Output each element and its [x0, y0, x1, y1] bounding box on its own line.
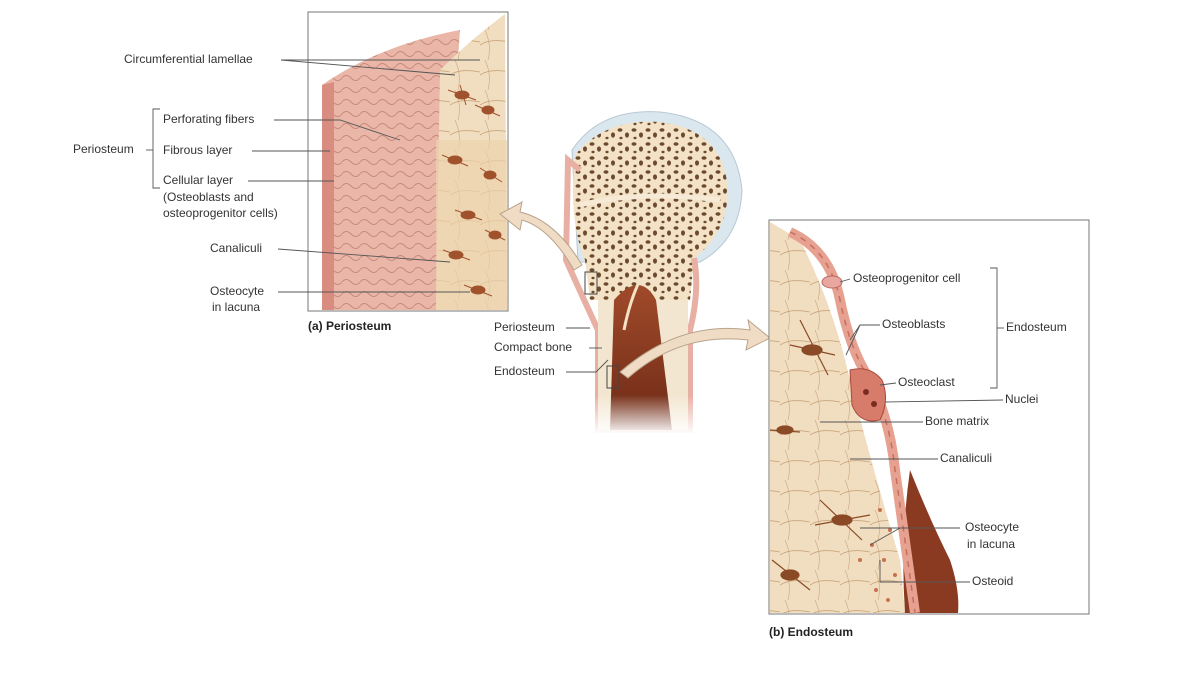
label-nuclei: Nuclei — [1005, 392, 1039, 406]
label-canaliculi-a: Canaliculi — [210, 241, 263, 255]
label-canaliculi-b: Canaliculi — [940, 451, 993, 465]
label-osteocyte-b-line1: Osteocyte — [965, 520, 1020, 534]
label-osteocyte-b-line2: in lacuna — [967, 537, 1016, 551]
periosteum-panel — [307, 11, 509, 312]
label-osteoid: Osteoid — [972, 574, 1014, 588]
label-osteoclast: Osteoclast — [898, 375, 955, 389]
label-periosteum-group: Periosteum — [73, 142, 134, 156]
long-bone-illustration — [560, 111, 743, 435]
label-endosteum-group: Endosteum — [1006, 320, 1067, 334]
label-osteoblasts: Osteoblasts — [882, 317, 946, 331]
label-bone-compact: Compact bone — [494, 340, 573, 354]
label-osteocyte-a-line1: Osteocyte — [210, 284, 265, 298]
label-fibrous-layer: Fibrous layer — [163, 143, 233, 157]
label-bone-matrix: Bone matrix — [925, 414, 990, 428]
label-bone-endosteum: Endosteum — [494, 364, 555, 378]
endosteum-panel — [768, 219, 1090, 615]
caption-endosteum: (b) Endosteum — [769, 625, 853, 639]
label-cellular-layer-note-2: osteoprogenitor cells) — [163, 206, 278, 220]
label-cellular-layer-note-1: (Osteoblasts and — [163, 190, 254, 204]
leader-lines — [146, 59, 1004, 583]
label-perforating-fibers: Perforating fibers — [163, 112, 255, 126]
label-cellular-layer: Cellular layer — [163, 173, 234, 187]
label-circumferential-lamellae: Circumferential lamellae — [124, 52, 253, 66]
label-osteoprogenitor-cell: Osteoprogenitor cell — [853, 271, 961, 285]
label-osteocyte-a-line2: in lacuna — [212, 300, 261, 314]
caption-periosteum: (a) Periosteum — [308, 319, 392, 333]
label-bone-periosteum: Periosteum — [494, 320, 555, 334]
